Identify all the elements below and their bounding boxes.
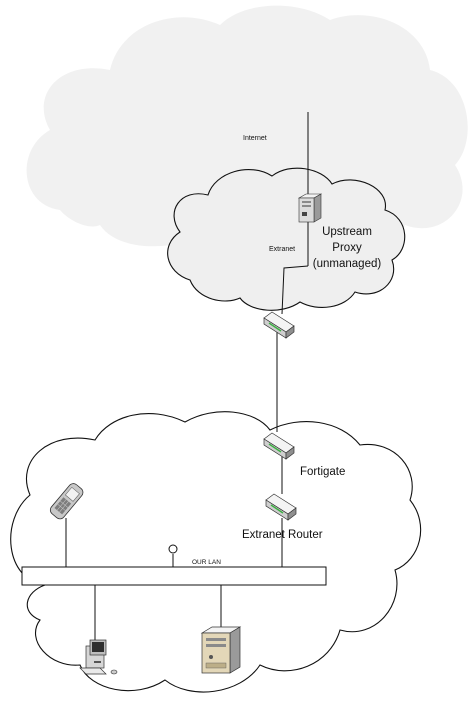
mobile-phone-icon (49, 483, 84, 520)
extranet-label: Extranet (269, 246, 295, 253)
desktop-computer-icon (79, 639, 118, 675)
extranet-cloud-shape (167, 167, 406, 311)
lan-label: OUR LAN (192, 559, 221, 566)
extranet-cloud (167, 167, 406, 311)
lan-bus (21, 566, 327, 586)
server-tower-icon (297, 193, 323, 223)
proxy-label-line1: Upstream (322, 226, 372, 238)
router-icon (263, 432, 295, 460)
extranet-router-label: Extranet Router (242, 529, 323, 541)
fortigate-label: Fortigate (300, 466, 345, 478)
internet-label: Internet (243, 135, 267, 142)
lan-cloud-shape (10, 411, 422, 693)
lan-cloud (10, 411, 422, 693)
proxy-label-line2: Proxy (332, 242, 362, 254)
server-tower-icon (200, 626, 242, 674)
labels: Internet Extranet Upstream Proxy (unmana… (192, 135, 381, 566)
router-icon (265, 493, 297, 521)
lan-stub-node (168, 544, 178, 554)
router-icon (263, 311, 295, 339)
proxy-label-line3: (unmanaged) (313, 258, 382, 270)
extranet-link-line (281, 265, 309, 315)
connections (65, 112, 309, 642)
